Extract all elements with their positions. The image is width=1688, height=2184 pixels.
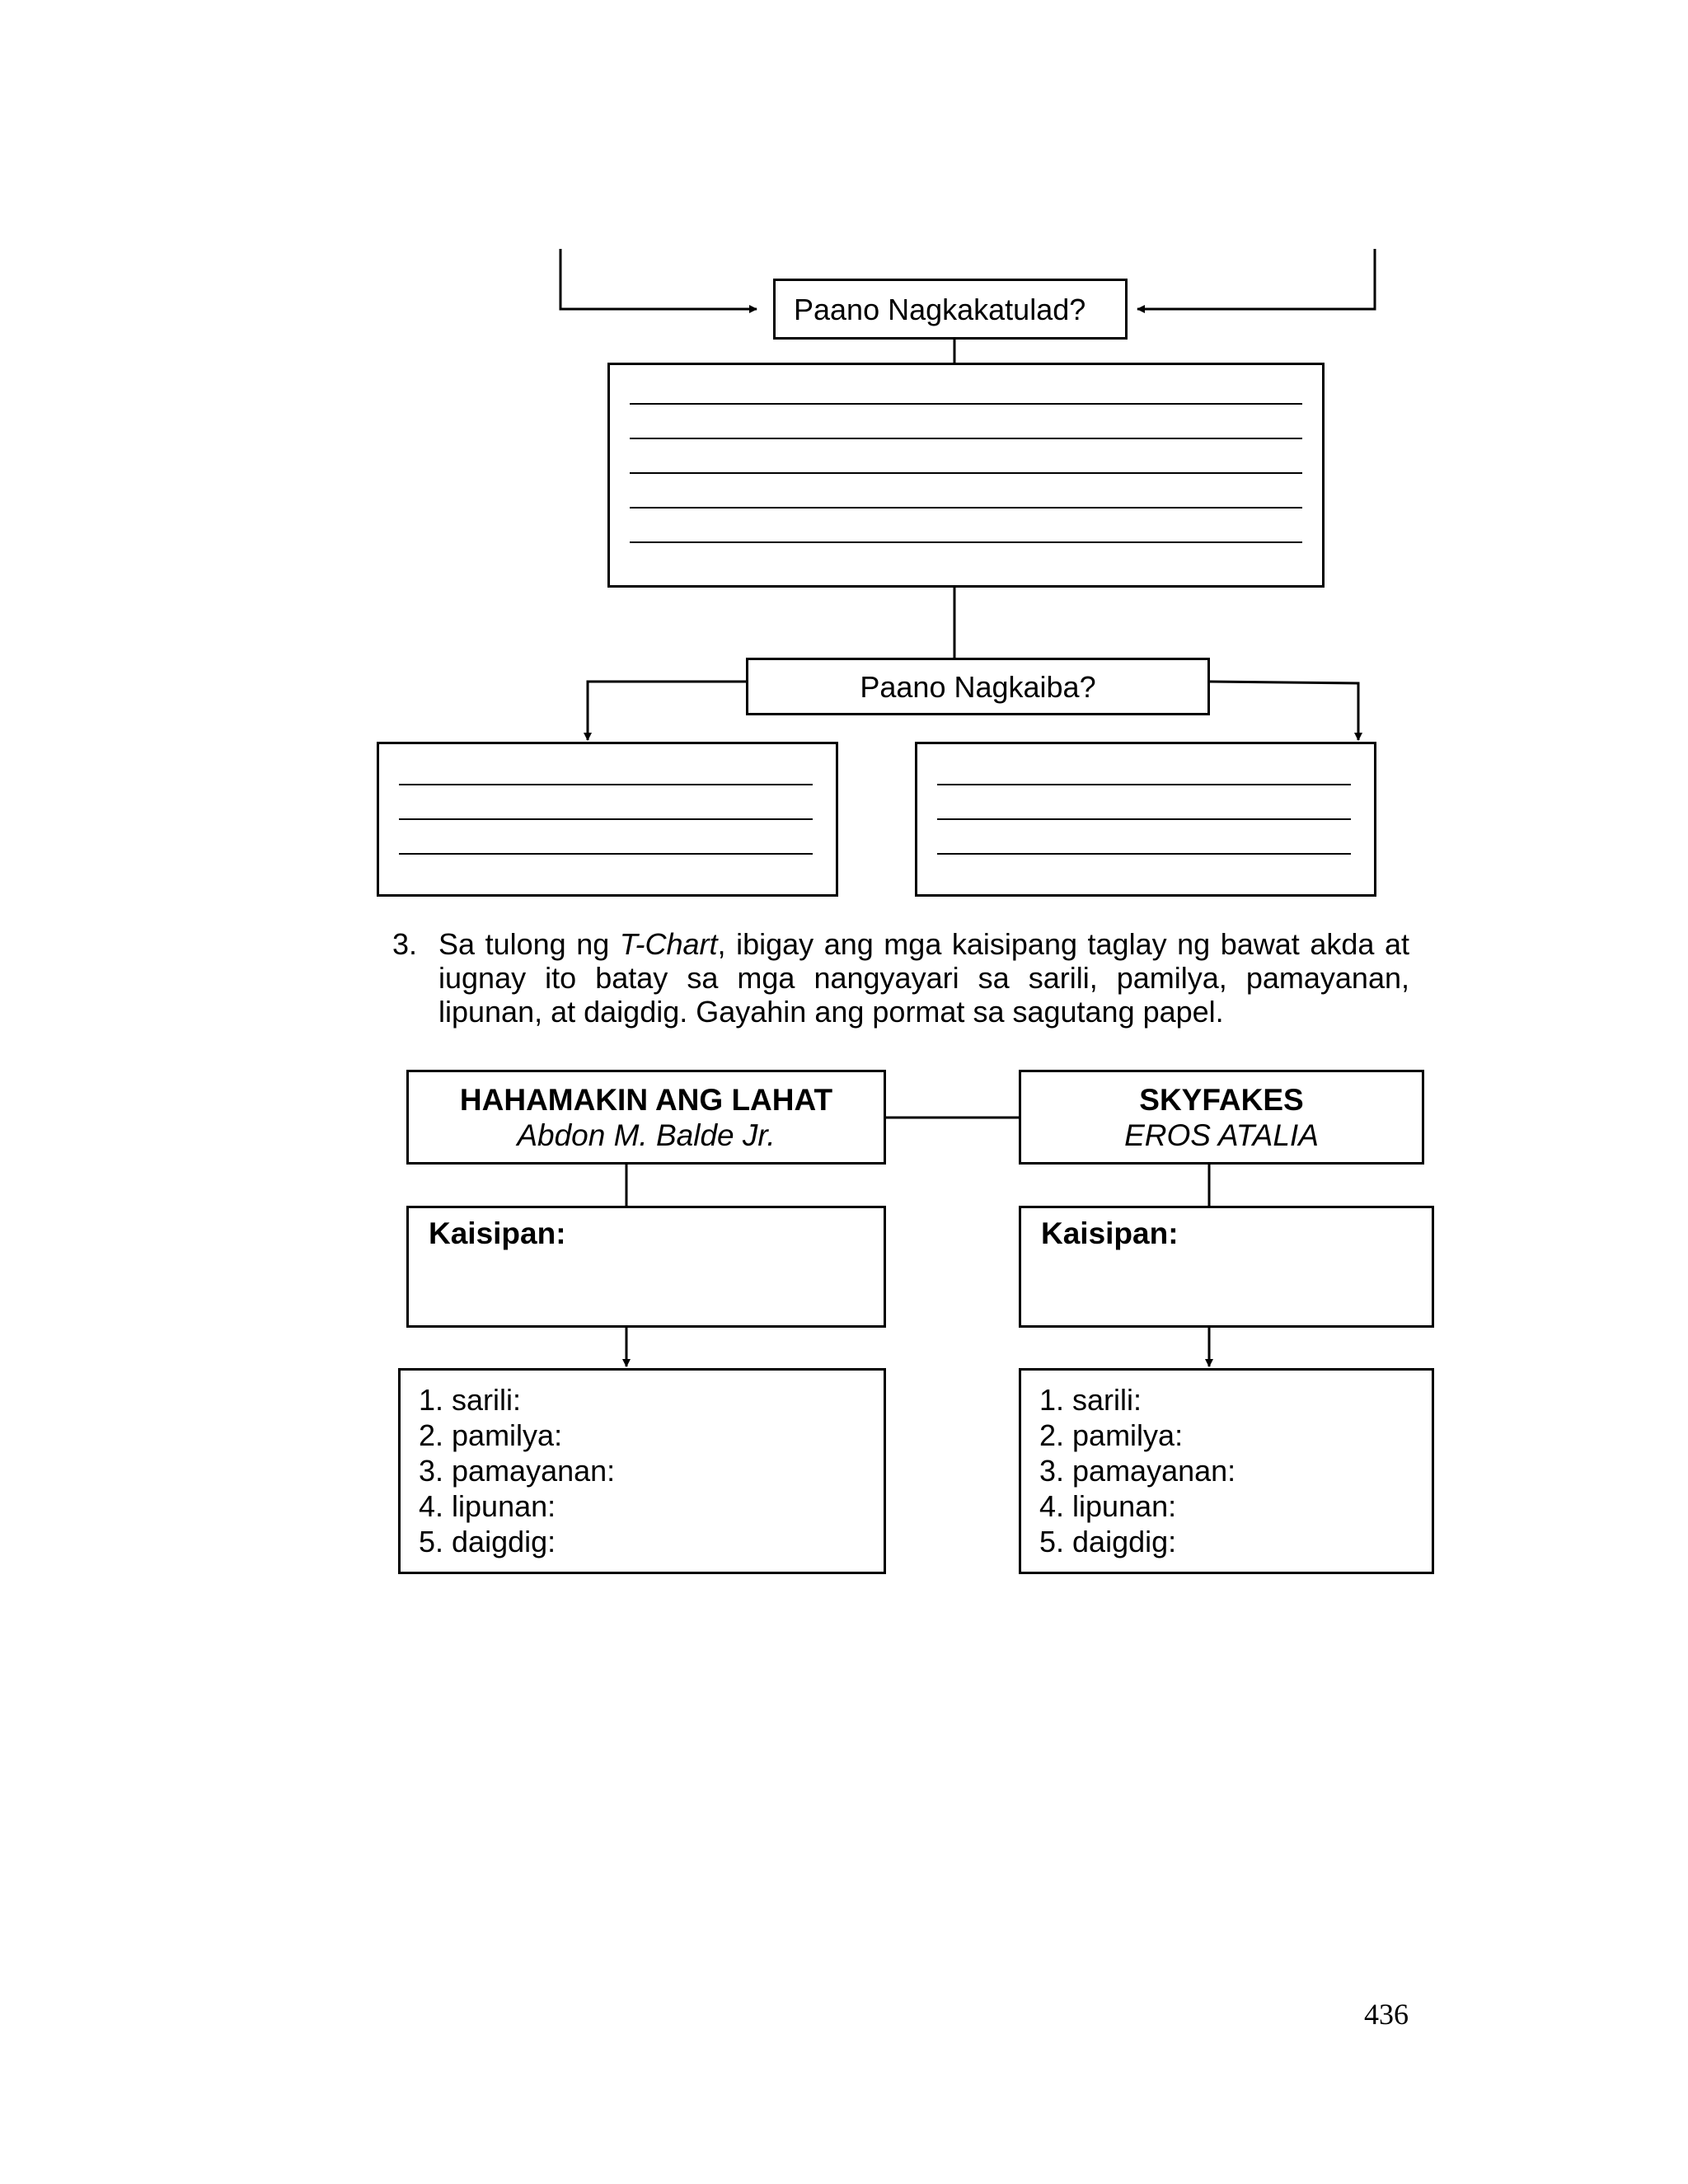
work-title: SKYFAKES [1139, 1083, 1304, 1117]
relation-list: 1. sarili: 2. pamilya: 3. pamayanan: 4. … [1039, 1382, 1236, 1559]
answer-line [399, 784, 813, 785]
answer-line [630, 507, 1302, 509]
list-item: 1. sarili: [419, 1383, 522, 1417]
kaisipan-box-left: Kaisipan: [406, 1206, 886, 1328]
work-author: EROS ATALIA [1124, 1118, 1319, 1152]
list-item: 4. lipunan: [1039, 1489, 1177, 1523]
list-item: 4. lipunan: [419, 1489, 556, 1523]
answer-line [937, 853, 1351, 855]
kaisipan-label: Kaisipan: [429, 1216, 566, 1250]
kaisipan-label: Kaisipan: [1041, 1216, 1179, 1250]
list-item: 2. pamilya: [1039, 1418, 1184, 1452]
work-title-box-left: HAHAMAKIN ANG LAHAT Abdon M. Balde Jr. [406, 1070, 886, 1165]
relation-list-box-left: 1. sarili: 2. pamilya: 3. pamayanan: 4. … [398, 1368, 886, 1574]
work-author: Abdon M. Balde Jr. [517, 1118, 776, 1152]
relation-list: 1. sarili: 2. pamilya: 3. pamayanan: 4. … [419, 1382, 615, 1559]
instruction-text-start: Sa tulong ng [438, 927, 620, 961]
similarities-heading-box: Paano Nagkakatulad? [773, 279, 1128, 340]
relation-list-box-right: 1. sarili: 2. pamilya: 3. pamayanan: 4. … [1019, 1368, 1434, 1574]
difference-right-box [915, 742, 1376, 897]
list-item: 1. sarili: [1039, 1383, 1142, 1417]
work-title: HAHAMAKIN ANG LAHAT [459, 1083, 833, 1117]
instruction-text: Sa tulong ng T-Chart, ibigay ang mga kai… [438, 927, 1409, 1029]
list-item: 3. pamayanan: [419, 1454, 616, 1488]
list-item: 5. daigdig: [419, 1525, 556, 1558]
instruction-number: 3. [392, 927, 418, 961]
answer-line [630, 472, 1302, 474]
answer-line [630, 403, 1302, 405]
answer-line [937, 818, 1351, 820]
similarities-heading: Paano Nagkakatulad? [794, 293, 1086, 326]
differences-heading: Paano Nagkaiba? [860, 670, 1096, 704]
instruction-text-italic: T-Chart [619, 927, 718, 961]
list-item: 2. pamilya: [419, 1418, 563, 1452]
page-number: 436 [1364, 1998, 1409, 2031]
answer-line [630, 541, 1302, 543]
answer-line [399, 818, 813, 820]
similarities-answer-box [607, 363, 1325, 588]
answer-line [937, 784, 1351, 785]
list-item: 3. pamayanan: [1039, 1454, 1236, 1488]
work-title-box-right: SKYFAKES EROS ATALIA [1019, 1070, 1424, 1165]
instruction-text-end: , ibigay ang mga kaisipang taglay ng baw… [438, 927, 1409, 1029]
answer-line [399, 853, 813, 855]
kaisipan-box-right: Kaisipan: [1019, 1206, 1434, 1328]
differences-heading-box: Paano Nagkaiba? [746, 658, 1210, 715]
answer-line [630, 438, 1302, 439]
list-item: 5. daigdig: [1039, 1525, 1177, 1558]
difference-left-box [377, 742, 838, 897]
